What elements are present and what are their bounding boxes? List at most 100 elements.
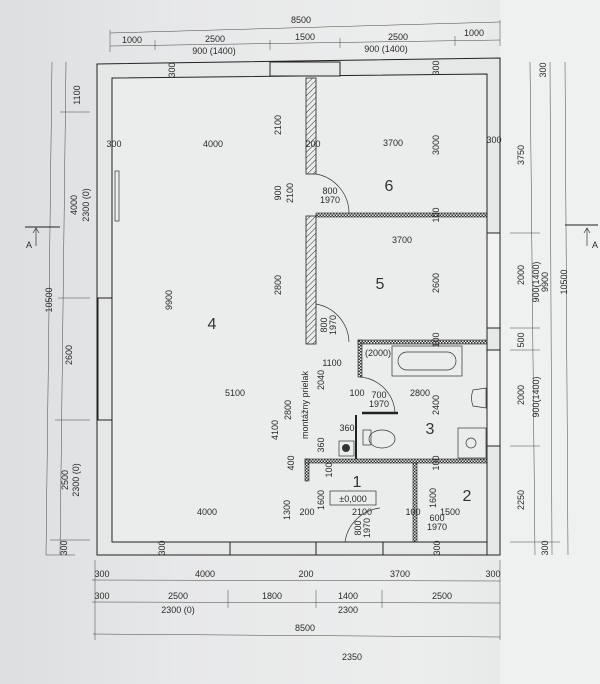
- section-mark-left: A: [26, 240, 32, 250]
- dimension-left-segments-4: 300: [59, 540, 69, 555]
- dimension-interior-h1600b: 1600: [428, 488, 438, 508]
- dimension-bottom-row1-4: 300: [485, 569, 500, 579]
- dimension-top-wall_left: 300: [167, 62, 177, 77]
- dimension-interior-h400: 400: [286, 455, 296, 470]
- dimension-bottom-row1-1: 4000: [195, 569, 215, 579]
- dimension-interior-h1300: 1300: [282, 500, 292, 520]
- dimension-right-segments-6: 300: [540, 540, 550, 555]
- partition-wall: [315, 212, 488, 218]
- dimension-right-segments-3: 500: [516, 332, 526, 347]
- room-number-1: 1: [353, 474, 362, 491]
- top-total-dimension: 8500: [291, 15, 311, 25]
- dimension-interior-h3000: 3000: [431, 135, 441, 155]
- dimension-interior-h2040: 2040: [316, 370, 326, 390]
- dimension-interior-h100d: 100: [431, 455, 441, 470]
- doors: [315, 173, 396, 543]
- partition-wall: [305, 215, 317, 345]
- floor-level-label: ±0,000: [339, 494, 366, 504]
- door-swing-room-3: [359, 376, 396, 414]
- bathtub-inner: [397, 351, 457, 371]
- dimension-top-segments-3: 2500: [388, 32, 408, 42]
- radiator: [114, 170, 120, 222]
- dimension-interior-door5-1: 1970: [328, 315, 338, 335]
- section-mark-right: A: [592, 240, 598, 250]
- dimension-left-window_upper: 2300 (0): [81, 188, 91, 222]
- dimension-interior-w2100: 2100: [352, 507, 372, 517]
- dimension-interior-w4000b: 4000: [197, 507, 217, 517]
- dimension-bottom-row2_sub-0: 2300 (0): [161, 605, 195, 615]
- dimension-interior-bath: (2000): [365, 348, 391, 358]
- dimension-bottom-row1-3: 3700: [390, 569, 410, 579]
- dimension-interior-h100c: 100: [324, 462, 334, 477]
- dimension-interior-row_upper-2: 200: [305, 139, 320, 149]
- assembly-opening-label: montážny prielak: [300, 370, 310, 439]
- section-arrow-icon: [32, 227, 40, 246]
- dimension-interior-w200: 200: [299, 507, 314, 517]
- dimension-interior-w360: 360: [339, 423, 354, 433]
- dimension-interior-door5-0: 800: [319, 317, 329, 332]
- dimension-left-total: 10500: [44, 287, 54, 312]
- dimension-interior-h1600a: 1600: [316, 490, 326, 510]
- partition-wall: [305, 77, 317, 175]
- dimension-top-segments-0: 1000: [122, 35, 142, 45]
- room-number-3: 3: [426, 421, 435, 438]
- dimension-bottom-row2-4: 2500: [432, 591, 452, 601]
- dimension-interior-door6-0: 800: [322, 186, 337, 196]
- room-number-5: 5: [376, 276, 385, 293]
- dimension-top-segments-2: 1500: [295, 32, 315, 42]
- dimension-interior-h360: 360: [316, 437, 326, 452]
- section-arrow-icon: [583, 227, 591, 246]
- dimension-interior-w100a: 100: [349, 388, 364, 398]
- dimension-interior-row_upper-3: 3700: [383, 138, 403, 148]
- room-number-4: 4: [208, 316, 217, 333]
- dimension-top-segments-1: 2500: [205, 34, 225, 44]
- fixtures: [114, 170, 487, 506]
- shower: [457, 427, 487, 459]
- dimension-right-total: 10500: [559, 269, 569, 294]
- dimension-left-segments-0: 1100: [72, 85, 82, 104]
- dimension-interior-h2800: 2800: [273, 275, 283, 295]
- dimension-right-segments-2: 2000: [516, 265, 526, 285]
- dimension-interior-h9900: 9900: [164, 290, 174, 310]
- left-wall-pier: [97, 297, 113, 421]
- dimension-top-window_left: 900 (1400): [192, 46, 236, 56]
- dimension-interior-door1-0: 800: [353, 520, 363, 535]
- walls: [96, 57, 501, 556]
- bottom-wall-pier: [229, 541, 317, 556]
- dimension-right-window_lower: 900(1400): [531, 376, 541, 417]
- washbasin: [471, 387, 487, 409]
- dimension-interior-h2400: 2400: [431, 395, 441, 415]
- dimension-interior-door6-1: 1970: [320, 195, 340, 205]
- door-swing-room-1: [344, 507, 381, 543]
- dimension-right-window_upper: 900(1400): [531, 261, 541, 302]
- dimension-right-segments-4: 2000: [516, 385, 526, 405]
- dimension-interior-h900: 900: [273, 185, 283, 200]
- dimension-bottom-row2-3: 1400: [338, 591, 358, 601]
- dimension-bottom-row2-2: 1800: [262, 591, 282, 601]
- dimension-bottom-note: 2350: [342, 652, 362, 662]
- door-swing-room-5: [315, 303, 350, 343]
- dimension-interior-row_upper-4: 300: [486, 135, 501, 145]
- dimension-interior-door3-0: 700: [371, 390, 386, 400]
- dimension-interior-door2-0: 600: [429, 513, 444, 523]
- door-swing-room-6: [315, 173, 350, 214]
- dimension-bottom-row2-0: 300: [94, 591, 109, 601]
- dimension-left-segments-3: 2500: [60, 470, 70, 490]
- toilet: [368, 429, 396, 449]
- dimension-right-segments-0: 300: [538, 62, 548, 77]
- dimension-interior-h2600: 2600: [431, 273, 441, 293]
- dimension-interior-h300b: 300: [432, 540, 442, 555]
- room-number-2: 2: [463, 488, 472, 505]
- drain: [338, 440, 355, 457]
- top-wall-pier: [269, 61, 341, 77]
- dimension-interior-door1-1: 1970: [362, 518, 372, 538]
- dimension-bottom-row2_sub-1: 2300: [338, 605, 358, 615]
- dimension-top-window_right: 900 (1400): [364, 44, 408, 54]
- dimension-interior-h4100: 4100: [270, 420, 280, 440]
- dimension-top-segments-4: 1000: [464, 28, 484, 38]
- dimension-interior-w1100: 1100: [322, 358, 341, 368]
- dimension-interior-w2800: 2800: [410, 388, 430, 398]
- dimension-interior-h100b: 100: [431, 332, 441, 347]
- dimension-top-wall_right: 300: [431, 60, 441, 75]
